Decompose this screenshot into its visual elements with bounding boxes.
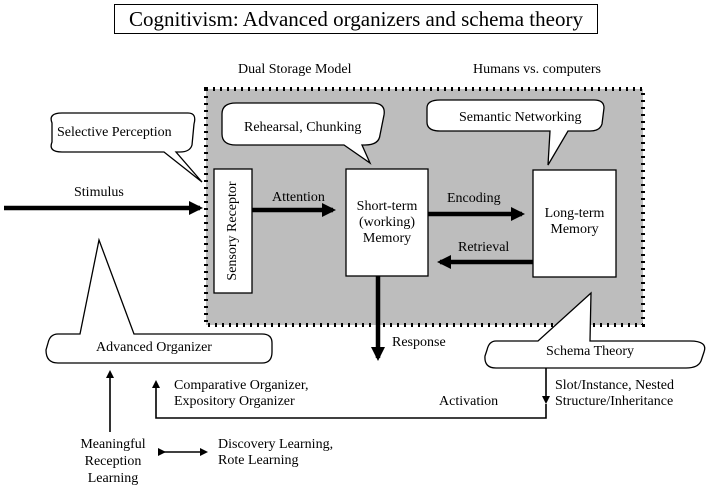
- discovery-line-1: Discovery Learning,: [218, 437, 334, 452]
- long-term-memory-label: Long-term Memory: [533, 206, 616, 238]
- organizer-types-line-2: Expository Organizer: [174, 394, 295, 409]
- page-title: Cognitivism: Advanced organizers and sch…: [114, 4, 598, 34]
- activation-label: Activation: [439, 394, 499, 409]
- semantic-networking-callout: [426, 99, 605, 166]
- sensory-receptor-label: Sensory Receptor: [225, 181, 240, 281]
- discovery-learning-label: Discovery Learning, Rote Learning: [218, 437, 333, 469]
- rehearsal-callout: [221, 102, 385, 165]
- long-term-memory-box: [532, 169, 617, 278]
- short-term-memory-box: [345, 168, 429, 277]
- semantic-networking-label: Semantic Networking: [459, 110, 582, 125]
- stimulus-label: Stimulus: [74, 185, 124, 200]
- meaningful-line-3: Learning: [87, 471, 139, 486]
- advanced-organizer-label: Advanced Organizer: [96, 340, 212, 355]
- humans-vs-computers-label: Humans vs. computers: [473, 62, 601, 77]
- schema-details-line-2: Structure/Inheritance: [555, 394, 674, 409]
- activation-line: [152, 380, 547, 419]
- short-term-memory-label: Short-term (working) Memory: [346, 199, 428, 247]
- organizer-types-line-1: Comparative Organizer,: [174, 378, 309, 393]
- long-term-line-2: Memory: [550, 222, 599, 237]
- sensory-receptor-box: [213, 168, 253, 294]
- long-term-line-1: Long-term: [544, 206, 605, 221]
- meaningful-line-2: Reception: [84, 454, 142, 469]
- discovery-line-2: Rote Learning: [218, 453, 299, 468]
- rehearsal-chunking-label: Rehearsal, Chunking: [244, 120, 362, 135]
- short-term-line-2: (working): [359, 215, 415, 230]
- schema-theory-label: Schema Theory: [546, 344, 634, 359]
- response-label: Response: [392, 335, 446, 350]
- attention-label: Attention: [272, 190, 325, 205]
- organizer-types-label: Comparative Organizer, Expository Organi…: [174, 378, 308, 410]
- short-term-line-3: Memory: [362, 231, 412, 246]
- dual-storage-label: Dual Storage Model: [238, 62, 352, 77]
- encoding-label: Encoding: [447, 191, 501, 206]
- short-term-line-1: Short-term: [356, 199, 418, 214]
- selective-perception-callout: [50, 112, 203, 183]
- selective-perception-label: Selective Perception: [57, 125, 172, 140]
- advanced-organizer-callout: [45, 237, 273, 364]
- schema-theory-callout: [484, 291, 706, 369]
- schema-details-line-1: Slot/Instance, Nested: [555, 378, 674, 393]
- meaningful-line-1: Meaningful: [80, 437, 146, 452]
- meaningful-reception-label: Meaningful Reception Learning: [68, 436, 158, 487]
- schema-details-label: Slot/Instance, Nested Structure/Inherita…: [555, 378, 674, 410]
- retrieval-label: Retrieval: [458, 240, 510, 255]
